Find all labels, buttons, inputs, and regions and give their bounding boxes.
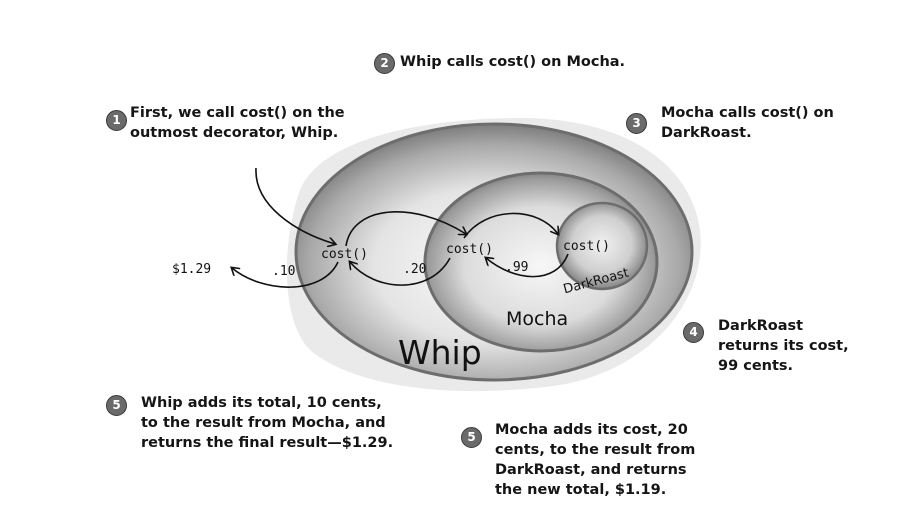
mocha-cost-call: cost() xyxy=(446,242,493,257)
mocha-label: Mocha xyxy=(506,308,568,330)
whip-label: Whip xyxy=(398,333,482,372)
step-5-mocha-note: Mocha adds its cost, 20 cents, to the re… xyxy=(495,422,696,498)
whip-cost-call: cost() xyxy=(321,247,368,262)
step-3-badge: 3 xyxy=(626,113,647,134)
step-2-note: Whip calls cost() on Mocha. xyxy=(400,54,626,70)
final-result-value: $1.29 xyxy=(172,262,211,277)
mocha-cost-value: .20 xyxy=(403,262,426,277)
arrow-whip-to-mocha xyxy=(345,211,466,247)
step-5-mocha-badge: 5 xyxy=(461,427,482,448)
step-5-whip-badge: 5 xyxy=(106,395,127,416)
darkroast-object xyxy=(555,201,649,291)
arrow-darkroast-return xyxy=(486,253,569,278)
step-1-badge: 1 xyxy=(106,110,127,131)
step-1-note: First, we call cost() on the outmost dec… xyxy=(130,105,345,141)
darkroast-cost-value: .99 xyxy=(505,260,528,275)
whip-cost-value: .10 xyxy=(272,264,295,279)
arrow-mocha-return xyxy=(350,257,451,286)
step-4-badge: 4 xyxy=(683,322,704,343)
step-5-whip-note: Whip adds its total, 10 cents, to the re… xyxy=(141,395,394,451)
step-3-note: Mocha calls cost() on DarkRoast. xyxy=(661,105,834,141)
step-4-note: DarkRoast returns its cost, 99 cents. xyxy=(718,318,849,374)
step-2-badge: 2 xyxy=(374,53,395,74)
arrow-whip-return xyxy=(232,261,339,288)
darkroast-cost-call: cost() xyxy=(563,239,610,254)
arrow-mocha-to-darkroast xyxy=(463,212,558,239)
arrow-into-whip xyxy=(255,167,335,244)
